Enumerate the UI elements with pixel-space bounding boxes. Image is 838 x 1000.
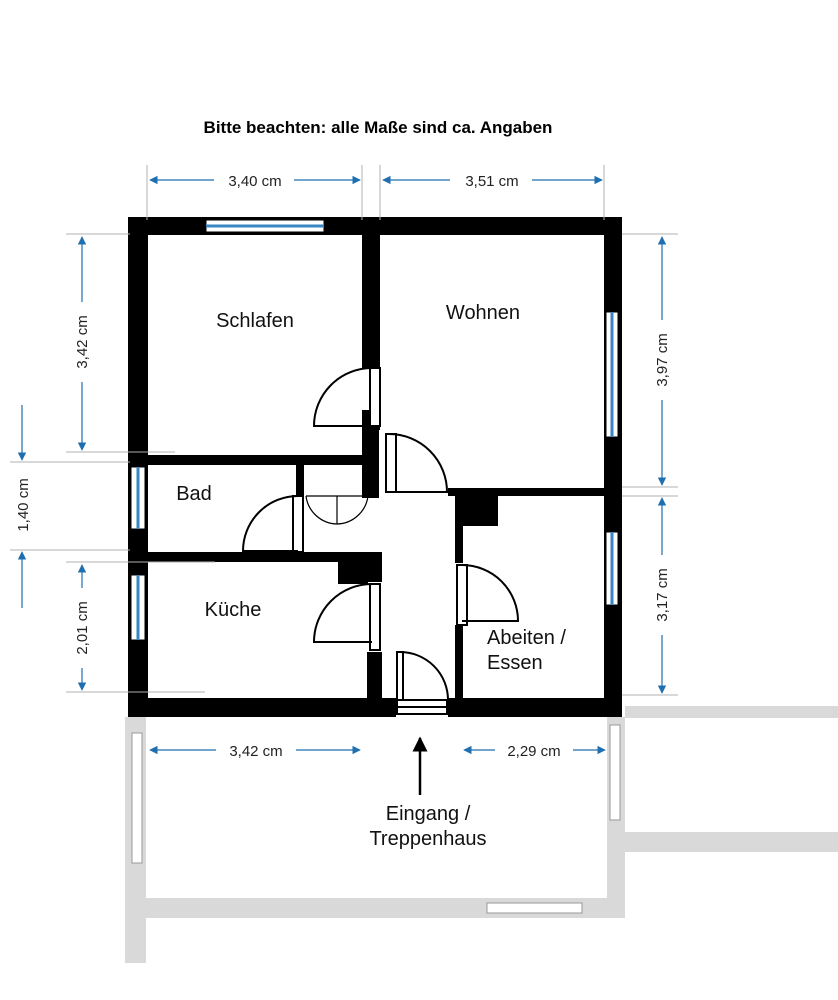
door-bath xyxy=(241,495,304,553)
room-label-kueche: Küche xyxy=(205,599,262,621)
measurement-note: Bitte beachten: alle Maße sind ca. Angab… xyxy=(204,118,553,137)
room-label-wohnen: Wohnen xyxy=(446,302,520,324)
door-entrance xyxy=(396,651,449,715)
dim-label-right-bottom: 3,17 cm xyxy=(654,568,671,621)
door-work xyxy=(456,564,520,626)
dim-label-bottom-right: 2,29 cm xyxy=(507,743,560,760)
room-label-arbeiten-line1: Abeiten / xyxy=(487,627,566,649)
door-living xyxy=(385,433,449,493)
surroundings xyxy=(125,706,838,963)
door-kitchen xyxy=(312,583,381,651)
door-bedroom xyxy=(312,367,381,427)
dim-label-top-left: 3,40 cm xyxy=(228,173,281,190)
room-label-arbeiten-line2: Essen xyxy=(487,652,543,674)
dimension-labels: 3,40 cm 3,51 cm 3,42 cm 1,40 cm 2,01 cm … xyxy=(15,170,672,760)
entrance-label-line2: Treppenhaus xyxy=(369,828,486,850)
dim-label-top-right: 3,51 cm xyxy=(465,173,518,190)
dim-label-bottom-left: 3,42 cm xyxy=(229,743,282,760)
dim-label-right-top: 3,97 cm xyxy=(654,333,671,386)
dim-label-left-mid: 1,40 cm xyxy=(15,478,32,531)
room-label-bad: Bad xyxy=(176,483,212,505)
extension-lines xyxy=(10,165,678,696)
room-label-schlafen: Schlafen xyxy=(216,310,294,332)
windows xyxy=(130,219,619,641)
doors xyxy=(241,367,520,715)
door-storage xyxy=(305,495,369,525)
entrance-label-line1: Eingang / xyxy=(386,803,471,825)
dim-label-left-bottom: 2,01 cm xyxy=(74,601,91,654)
dim-label-left-top: 3,42 cm xyxy=(74,315,91,368)
